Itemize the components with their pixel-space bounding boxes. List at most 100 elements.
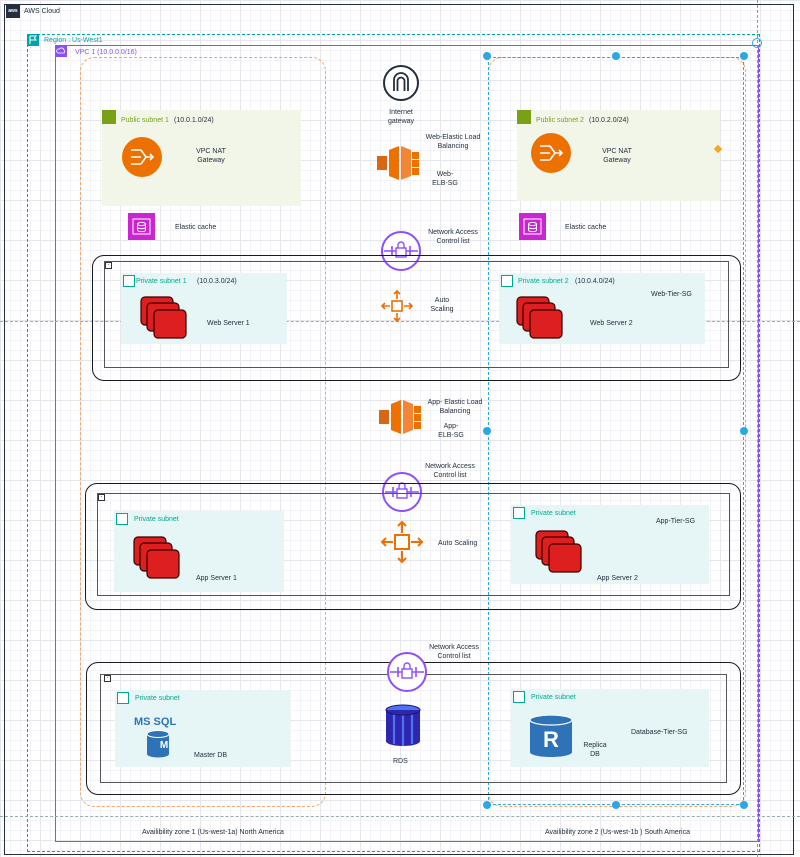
lock-icon — [513, 507, 525, 519]
lock-icon — [123, 275, 135, 287]
web-tier-inner — [104, 261, 729, 368]
app-server-1-label: App Server 1 — [196, 575, 237, 582]
web-tier-group[interactable] — [92, 255, 741, 381]
lock-icon — [517, 110, 531, 124]
vpc-label: VPC 1 (10.0.0.0/16) — [75, 49, 137, 56]
aws-logo: aws — [6, 4, 20, 18]
region-group[interactable] — [27, 34, 760, 852]
auto-scaling-icon — [380, 520, 424, 564]
web-elb-label: Web-Elastic Load Balancing — [425, 134, 481, 150]
mssql-text: MS SQL — [134, 716, 177, 728]
lock-icon — [513, 691, 525, 703]
collapse-icon[interactable]: - — [104, 675, 111, 682]
db-subnet-1-label: Private subnet — [135, 695, 180, 702]
az2-label: Availibility zone 2 (Us-west-1b ) South … — [545, 829, 690, 836]
db-subnet-1[interactable]: Private subnet — [115, 690, 290, 767]
collapse-icon[interactable]: - — [98, 494, 105, 501]
region-flag-icon — [27, 34, 39, 46]
guide-line-bottom — [0, 816, 800, 817]
availability-zone-1[interactable] — [80, 57, 326, 807]
web-server-2-label: Web Server 2 — [590, 320, 633, 327]
master-db-label: Master DB — [194, 752, 228, 759]
guide-line-vertical — [757, 0, 758, 857]
server-stack-icon — [516, 296, 563, 339]
nat-gateway-icon — [531, 133, 571, 173]
elastic-cache-2-label: Elastic cache — [565, 224, 607, 231]
public-subnet-1-cidr: (10.0.1.0/24) — [174, 117, 214, 124]
guide-line-horizontal — [0, 321, 800, 322]
lock-icon — [102, 110, 116, 124]
lock-icon — [501, 275, 513, 287]
vpc-cloud-icon — [55, 45, 67, 57]
database-tier-sg-label: Database-Tier-SG — [631, 729, 688, 736]
app-subnet-1-label: Private subnet — [134, 516, 179, 523]
auto-scaling-app-label: Auto Scaling — [438, 540, 478, 547]
mssql-m-letter: M — [159, 740, 169, 751]
nat-gateway-1-label: VPC NAT Gateway — [196, 148, 226, 164]
network-acl-icon — [387, 652, 427, 692]
app-tier-sg-label: App-Tier-SG — [656, 518, 696, 525]
private-subnet-2-label: Private subnet 2 — [518, 278, 569, 285]
aws-logo-text: aws — [8, 8, 18, 14]
nacl-2-label: Network Access Control list — [425, 463, 475, 479]
app-tier-group[interactable] — [85, 483, 741, 610]
app-tier-inner — [97, 493, 730, 596]
elastic-load-balancing-icon — [377, 146, 419, 180]
public-subnet-2-label: Public subnet 2 — [536, 117, 584, 124]
network-acl-icon — [382, 472, 422, 512]
app-subnet-2-label: Private subnet — [531, 510, 576, 517]
collapse-icon[interactable]: - — [105, 262, 112, 269]
internet-gateway-icon — [383, 65, 419, 101]
private-subnet-1-label: Private subnet 1 — [136, 278, 187, 285]
elastic-cache-icon — [128, 213, 155, 240]
selection-handle[interactable] — [483, 52, 491, 60]
web-elb-sg-label: Web-ELB-SG — [432, 171, 458, 187]
network-acl-icon — [381, 231, 421, 271]
public-subnet-1-label: Public subnet 1 — [121, 117, 169, 124]
settings-handle[interactable] — [752, 38, 762, 48]
aws-cloud-group[interactable] — [4, 4, 794, 855]
elastic-load-balancing-icon — [379, 400, 421, 434]
nat-gateway-2-label: VPC NAT Gateway — [602, 148, 632, 164]
web-tier-sg-label: Web-Tier-SG — [651, 291, 692, 298]
elastic-cache-1-label: Elastic cache — [175, 224, 217, 231]
mssql-icon: MS SQL M — [134, 716, 180, 758]
selection-handle[interactable] — [612, 801, 620, 809]
server-stack-icon — [140, 296, 187, 339]
nat-gateway-icon — [122, 137, 162, 177]
database-cylinder-icon — [146, 730, 170, 758]
region-label: Region : Us-West1 — [44, 37, 103, 44]
aws-cloud-label: AWS Cloud — [24, 8, 60, 15]
vpc-group[interactable] — [55, 45, 759, 842]
selection-handle[interactable] — [483, 801, 491, 809]
app-elb-sg-label: App-ELB-SG — [438, 423, 464, 439]
nacl-1-label: Network Access Control list — [428, 229, 478, 245]
web-server-1-label: Web Server 1 — [207, 320, 250, 327]
replica-db-label: Replica DB — [583, 742, 607, 758]
private-subnet-1-cidr: (10.0.3.0/24) — [197, 278, 237, 285]
replica-r-letter: R — [543, 727, 559, 752]
auto-scaling-web-label: Auto Scaling — [430, 297, 454, 313]
lock-icon — [117, 692, 129, 704]
rds-icon — [385, 704, 421, 746]
db-subnet-2-label: Private subnet — [531, 694, 576, 701]
internet-gateway-label: Internet gateway — [387, 109, 415, 125]
selection-handle[interactable] — [612, 52, 620, 60]
database-replica-icon — [529, 715, 573, 757]
app-server-2-label: App Server 2 — [597, 575, 638, 582]
app-elb-label: App- Elastic Load Balancing — [427, 399, 483, 415]
auto-scaling-icon — [381, 290, 413, 322]
server-stack-icon — [535, 530, 582, 573]
elastic-cache-icon — [519, 213, 546, 240]
selection-handle[interactable] — [740, 801, 748, 809]
server-stack-icon — [133, 536, 180, 579]
selection-handle[interactable] — [740, 52, 748, 60]
az1-label: Availibility zone 1 (Us-west-1a) North A… — [142, 829, 284, 836]
selection-handle[interactable] — [483, 427, 491, 435]
lock-icon — [116, 513, 128, 525]
selection-handle[interactable] — [740, 427, 748, 435]
nacl-3-label: Network Access Control list — [429, 644, 479, 660]
rds-label: RDS — [393, 758, 408, 765]
private-subnet-2-cidr: (10.0.4.0/24) — [575, 278, 615, 285]
public-subnet-2-cidr: (10.0.2.0/24) — [589, 117, 629, 124]
